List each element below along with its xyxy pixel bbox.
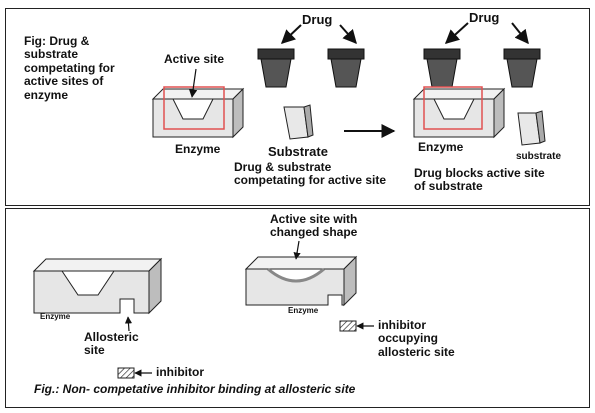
substrate-label: Substrate [268,144,328,159]
drug-label-left: Drug [302,12,333,27]
drug-molecule-4 [503,48,541,88]
active-site-label: Active site [164,52,225,66]
enzyme-bottom-left-shape [32,257,163,315]
substrate-molecule-right [517,110,546,146]
bottom-figure-drawing [32,240,374,379]
blocks-description: Drug blocks active site of substrate [414,166,545,194]
drug-arrow-2 [339,24,357,45]
inhibitor-molecule-right [339,320,357,332]
drug-molecule-3 [423,48,461,88]
top-figure-drawing [151,22,546,146]
drug-label-right: Drug [469,10,500,25]
enzyme-bottom-right-label: Enzyme [288,306,319,315]
drug-arrow-1 [280,24,302,44]
enzyme-label-left: Enzyme [175,142,221,156]
active-site-changed-label: Active site with changed shape [270,212,358,240]
top-figure-panel: Fig: Drug & substrate competating for ac… [5,8,590,206]
enzyme-bottom-left-label: Enzyme [40,312,71,321]
substrate-molecule-left [283,104,314,140]
drug-arrow-4 [511,22,529,45]
inhibitor-molecule-left [117,367,135,379]
active-site-box-right [423,86,483,130]
competition-description: Drug & substrate competating for active … [234,160,387,188]
drug-molecule-2 [327,48,365,88]
drug-arrow-3 [444,22,469,44]
enzyme-bottom-right-shape [244,255,358,307]
enzyme-left-shape [151,87,245,139]
top-figure-caption: Fig: Drug & substrate competating for ac… [24,34,115,102]
enzyme-label-right: Enzyme [418,140,464,154]
substrate-label-small: substrate [516,151,562,162]
bottom-figure-panel: Active site with changed shape Enzyme Al… [5,208,590,408]
inhibitor-right-label: inhibitor occupying allosteric site [378,318,455,359]
inhibitor-left-label: inhibitor [156,365,204,379]
enzyme-right-shape [412,87,506,139]
drug-molecule-1 [257,48,295,88]
active-site-arrow [188,68,198,98]
bottom-figure-caption: Fig.: Non- competative inhibitor binding… [34,382,356,396]
allosteric-site-arrow [124,316,133,332]
allosteric-site-label: Allosteric site [84,330,139,358]
active-site-changed-arrow [293,240,301,260]
